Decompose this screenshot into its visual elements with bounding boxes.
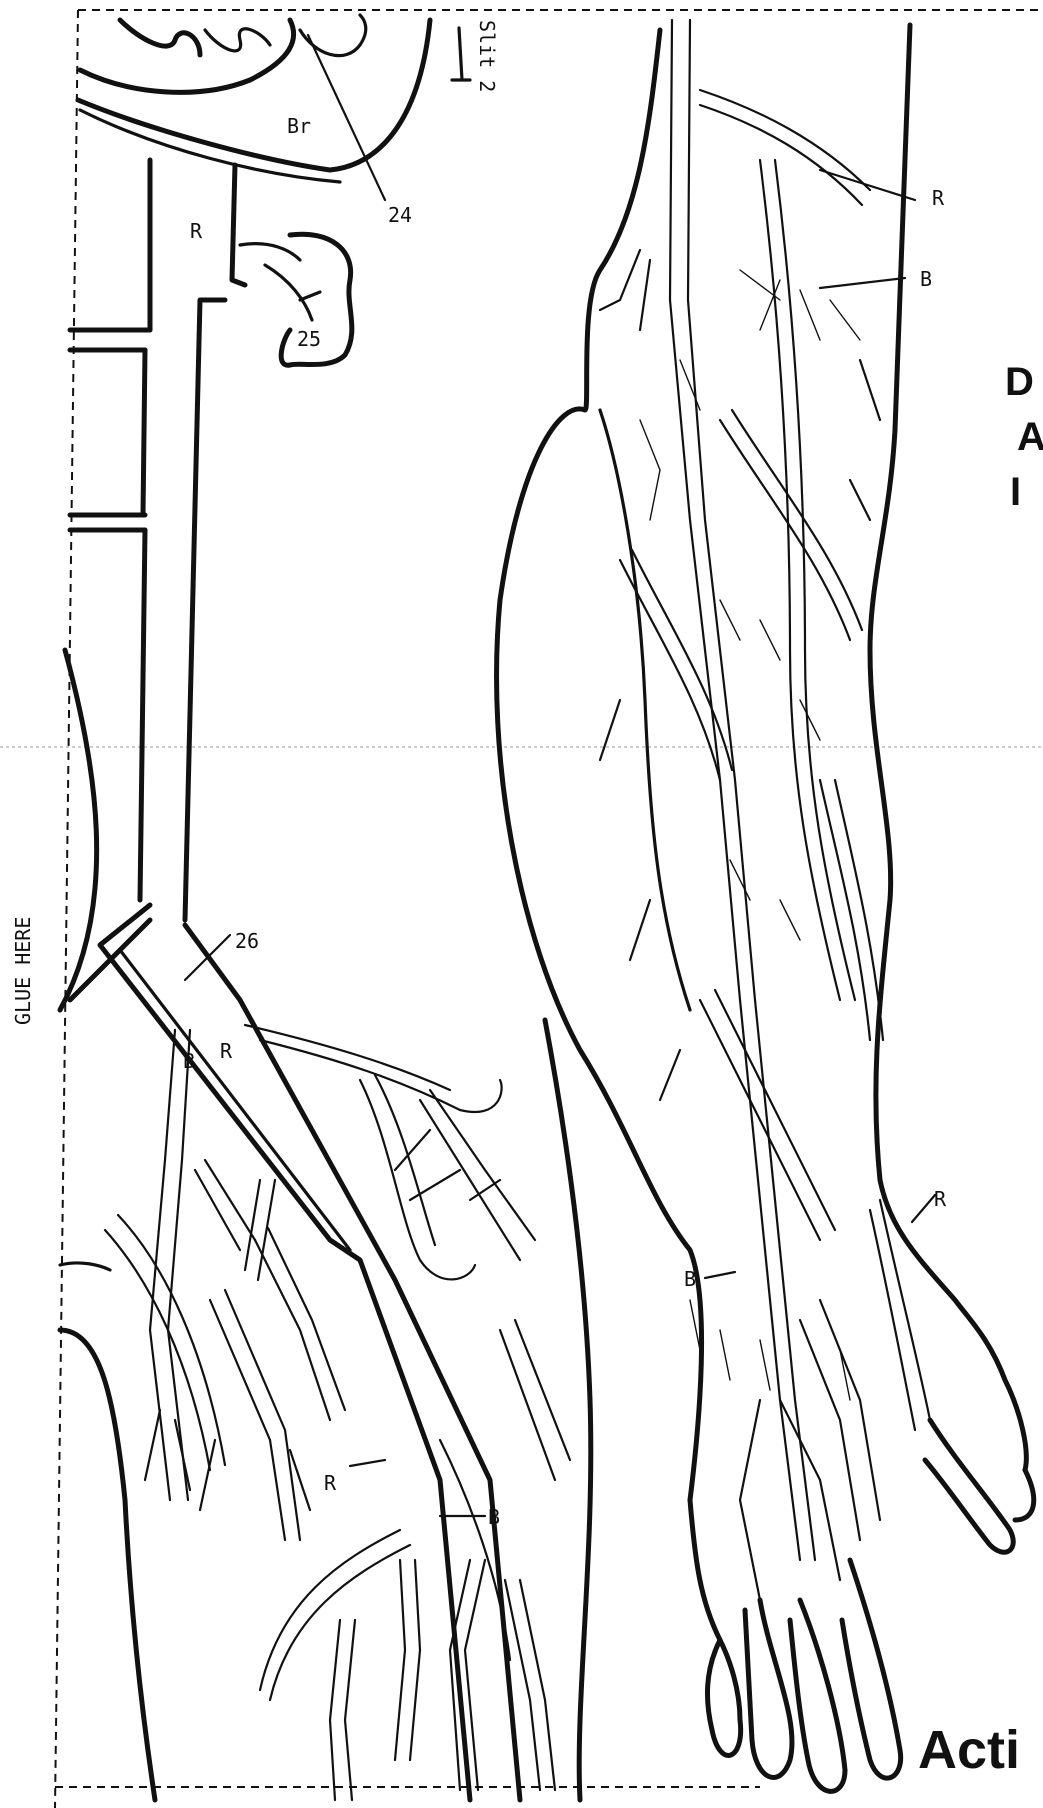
label-forearm-b-top: B (920, 267, 932, 291)
label-b-low: B (488, 1505, 500, 1529)
pointer-forearm-r-wrist (912, 1195, 935, 1222)
label-r-top: R (190, 219, 203, 243)
pointer-forearm-b-top (820, 278, 905, 288)
label-r-low: R (324, 1471, 337, 1495)
pointer-forearm-b-wrist (705, 1272, 735, 1278)
heading-line-2: A (1017, 415, 1043, 459)
upper-arm-outer-edge (545, 1020, 591, 1800)
slit-marker (459, 28, 462, 80)
brain-shape (78, 15, 430, 182)
label-b-mid: B (183, 1049, 195, 1073)
label-r-mid: R (220, 1039, 233, 1063)
side-vessels (70, 330, 150, 530)
label-forearm-r-top: R (932, 186, 945, 210)
node-25-branches (240, 244, 320, 320)
forearm-vein-network (600, 20, 930, 1600)
pointer-24 (308, 35, 385, 200)
upper-arm-notch (60, 1263, 110, 1270)
heading-line-1: D (1005, 360, 1034, 404)
label-24: 24 (388, 203, 412, 227)
slit-2-label: Slit 2 (475, 20, 499, 92)
shoulder-curve (60, 650, 97, 1010)
glue-here-label: GLUE HERE (11, 917, 35, 1025)
pointer-forearm-r-top (820, 170, 915, 200)
forearm-outline-left (497, 30, 720, 1640)
forearm-inner-edge (600, 410, 690, 1010)
pointer-r-low (350, 1460, 385, 1466)
label-25: 25 (297, 327, 321, 351)
trunk-wall-right (185, 165, 245, 920)
heading-line-3: I (1010, 470, 1021, 514)
label-forearm-b-wrist: B (684, 1267, 696, 1291)
upper-arm-inner-edge (60, 1330, 155, 1800)
brachial-left-wall (100, 905, 470, 1800)
label-br: Br (287, 114, 311, 138)
label-26: 26 (235, 929, 259, 953)
lower-right-branch-network (245, 1025, 570, 1800)
brachial-right-wall (185, 925, 520, 1800)
activity-heading: Acti (918, 1720, 1020, 1780)
label-forearm-r-wrist: R (934, 1187, 947, 1211)
forearm-drawing (497, 20, 1034, 1791)
upper-arm-drawing (60, 15, 591, 1800)
